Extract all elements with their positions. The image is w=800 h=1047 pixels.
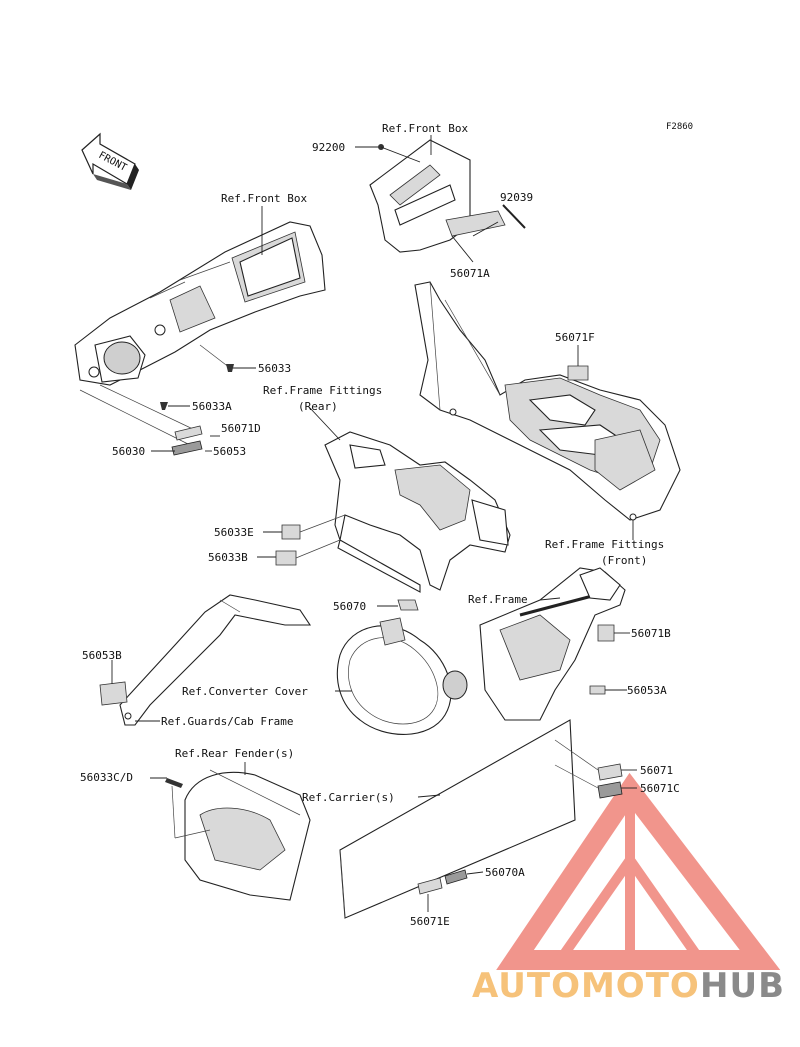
label-56071c: 56071C: [640, 782, 680, 795]
label-ref-converter-cover: Ref.Converter Cover: [182, 685, 308, 698]
front-box-dash: [74, 221, 326, 456]
label-56033: 56033: [258, 362, 291, 375]
watermark-text: AUTOMOTO HUB: [472, 966, 785, 1006]
label-ref-frame-fittings-front-2: (Front): [601, 554, 647, 567]
front-box-lid: [355, 139, 526, 263]
watermark-logo: [496, 772, 781, 970]
label-56070a: 56070A: [485, 866, 525, 879]
front-arrow-icon: FRONT: [81, 132, 139, 190]
label-56071e: 56071E: [410, 915, 450, 928]
watermark-hub: HUB: [700, 966, 785, 1006]
label-56071f: 56071F: [555, 331, 595, 344]
carrier-panel: [339, 719, 637, 919]
label-ref-frame-fittings-rear-2: (Rear): [298, 400, 338, 413]
frame-assembly: [479, 567, 630, 721]
label-56033e: 56033E: [214, 526, 254, 539]
label-56071b: 56071B: [631, 627, 671, 640]
label-56053: 56053: [213, 445, 246, 458]
label-56033b: 56033B: [208, 551, 248, 564]
watermark-automoto: AUTOMOTO: [472, 966, 700, 1006]
label-ref-front-box-top: Ref.Front Box: [382, 122, 468, 135]
label-ref-carrier: Ref.Carrier(s): [302, 791, 395, 804]
label-ref-rear-fender: Ref.Rear Fender(s): [175, 747, 294, 760]
converter-cover: [335, 599, 468, 735]
figure-code: F2860: [666, 122, 693, 132]
label-ref-guards-cab-frame: Ref.Guards/Cab Frame: [161, 715, 293, 728]
label-ref-frame-fittings-rear-1: Ref.Frame Fittings: [263, 384, 382, 397]
label-92200: 92200: [312, 141, 345, 154]
label-56053a: 56053A: [627, 684, 667, 697]
guard-cab-frame: [99, 594, 312, 726]
labels: F2860 Ref.Front Box 92200 92039 56071A R…: [80, 122, 693, 928]
label-56071a: 56071A: [450, 267, 490, 280]
rear-fender: [150, 762, 311, 901]
label-56071: 56071: [640, 764, 673, 777]
label-56033cd: 56033C/D: [80, 771, 133, 784]
frame-fittings-rear: [257, 431, 511, 593]
label-ref-frame: Ref.Frame: [468, 593, 528, 606]
label-92039: 92039: [500, 191, 533, 204]
frame-fittings-front: [414, 281, 681, 521]
label-56033a: 56033A: [192, 400, 232, 413]
leader-lines: [151, 135, 634, 540]
label-ref-front-box-left: Ref.Front Box: [221, 192, 307, 205]
label-56030: 56030: [112, 445, 145, 458]
label-56071d: 56071D: [221, 422, 261, 435]
label-56053b: 56053B: [82, 649, 122, 662]
label-56070: 56070: [333, 600, 366, 613]
label-ref-frame-fittings-front-1: Ref.Frame Fittings: [545, 538, 664, 551]
